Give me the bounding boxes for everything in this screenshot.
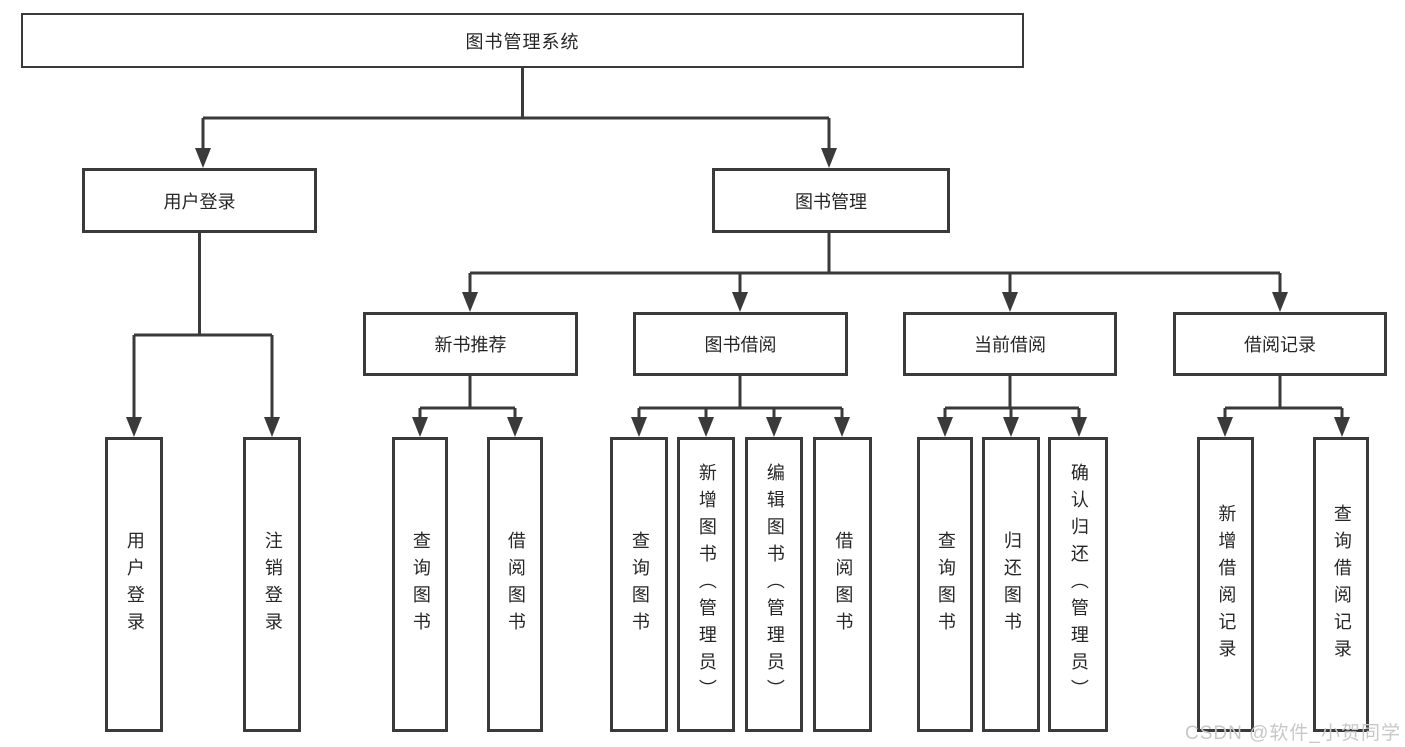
leaf-add-borrow-record: 新增借阅记录 [1197,437,1254,732]
node-book-borrow: 图书借阅 [633,312,848,376]
arrowheads [126,148,1350,437]
leaf-query-borrow-record: 查询借阅记录 [1313,437,1369,732]
leaf-edit-book-admin: 编辑图书（管理员） [745,437,803,732]
leaf-borrow-book-recommend: 借阅图书 [487,437,543,732]
leaf-logout: 注销登录 [243,437,301,732]
leaf-add-book-admin: 新增图书（管理员） [677,437,735,732]
leaf-query-book-borrow: 查询图书 [610,437,668,732]
node-book-management: 图书管理 [712,168,950,233]
node-root: 图书管理系统 [21,13,1024,68]
leaf-confirm-return-admin: 确认归还（管理员） [1048,437,1108,732]
node-new-book-recommend: 新书推荐 [363,312,578,376]
leaf-borrow-book-borrow: 借阅图书 [813,437,872,732]
leaf-query-book-recommend: 查询图书 [392,437,448,732]
node-current-borrow: 当前借阅 [903,312,1117,376]
node-borrow-record: 借阅记录 [1173,312,1387,376]
leaf-user-login: 用户登录 [105,437,163,732]
leaf-return-book: 归还图书 [982,437,1040,732]
node-user-login: 用户登录 [82,168,317,233]
watermark: CSDN @软件_小贺同学 [1185,723,1401,744]
leaf-query-book-current: 查询图书 [917,437,973,732]
